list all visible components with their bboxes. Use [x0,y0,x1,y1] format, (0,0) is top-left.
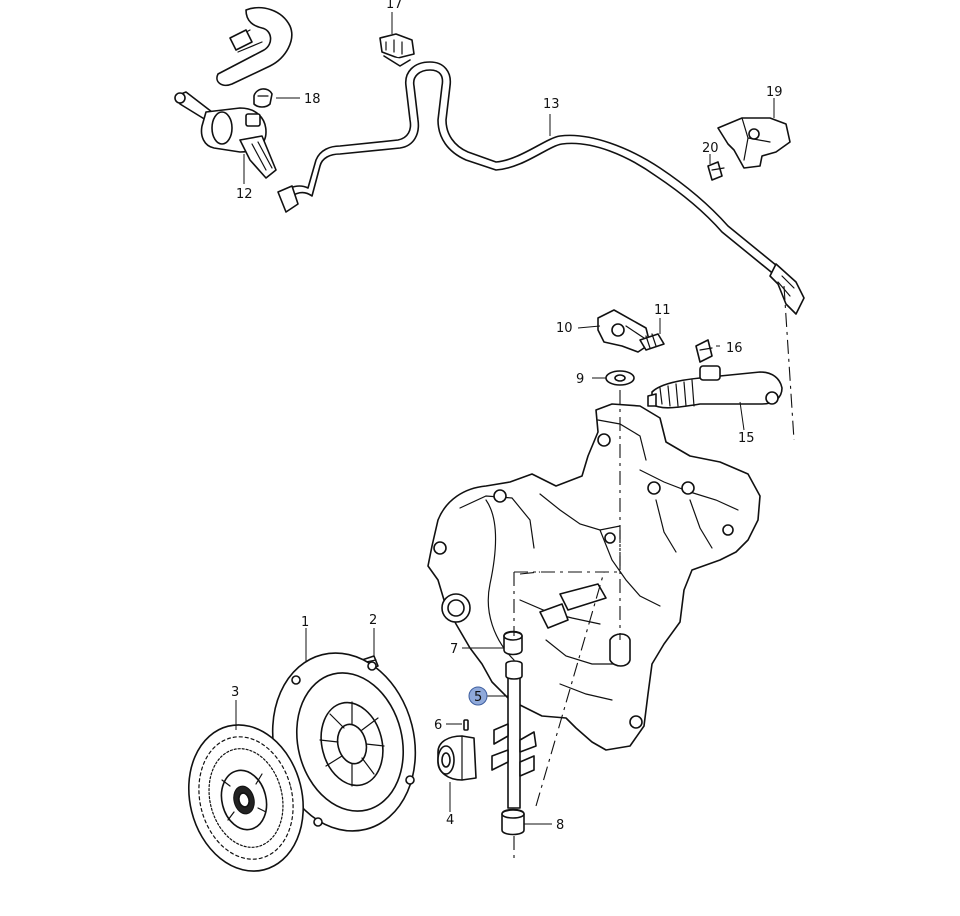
release-shaft-assembly [491,630,537,836]
callout-15: 15 [738,431,755,446]
clutch-release-cylinder [647,339,783,409]
callout-11: 11 [654,303,671,318]
callout-3: 3 [231,685,239,700]
pipe-bracket [379,33,415,67]
reservoir-hose [216,6,293,87]
callout-1: 1 [301,615,309,630]
pressure-plate [271,652,417,832]
release-lever [597,309,665,353]
callout-19: 19 [766,85,783,100]
callout-8: 8 [556,818,564,833]
leader-lines [235,12,775,825]
spring-pin [463,719,469,731]
callout-10: 10 [556,321,573,336]
callout-16: 16 [726,341,743,356]
callout-13: 13 [543,97,560,112]
callout-17: 17 [386,0,403,12]
clutch-disc [187,724,305,872]
clutch-master-cylinder [174,91,277,179]
callout-4: 4 [446,813,454,828]
pipe-mounting-bracket [707,117,791,181]
callout-18: 18 [304,92,321,107]
callout-9: 9 [576,372,584,387]
release-bearing [437,735,477,781]
hose-clip [253,88,273,108]
washer [605,370,635,386]
callout-2: 2 [369,613,377,628]
callout-6: 6 [434,718,442,733]
callout-labels: 1 2 3 4 5 6 7 8 9 10 11 12 13 15 16 17 1… [231,0,783,833]
callout-20: 20 [702,141,719,156]
callout-5: 5 [474,690,482,705]
clutch-pipe [277,61,805,315]
callout-7: 7 [450,642,458,657]
callout-12: 12 [236,187,253,202]
callout-5-highlight [468,686,488,706]
assembly-guide-lines [513,285,795,862]
